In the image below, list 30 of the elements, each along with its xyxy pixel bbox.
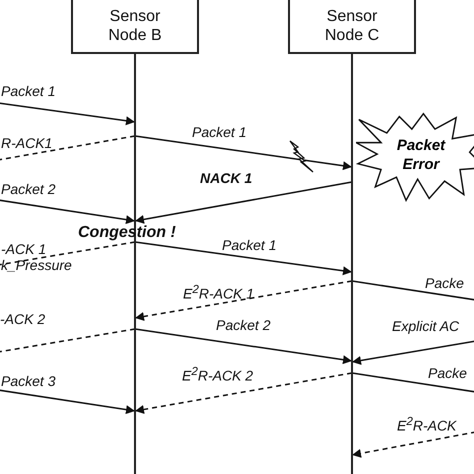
edge-label: Packet 1 bbox=[1, 83, 56, 99]
edge-label: Packet 1 bbox=[192, 124, 246, 140]
arrow bbox=[0, 389, 136, 414]
edge-label: Packet 2 bbox=[1, 181, 56, 197]
error-text: Packet Error bbox=[396, 136, 446, 174]
edge-label: Explicit AC bbox=[392, 318, 460, 334]
edge-label: E$^{2}$R-ACK bbox=[397, 414, 456, 434]
edge-label: Packet 1 bbox=[222, 237, 276, 253]
arrow bbox=[134, 135, 352, 170]
error-burst bbox=[356, 112, 474, 204]
edge-label: Packet 2 bbox=[216, 317, 270, 333]
arrow bbox=[134, 241, 352, 276]
edge-label: -ACK 2 bbox=[0, 311, 46, 327]
node-header-box: Sensor Node C bbox=[288, 0, 416, 54]
dashed-arrow bbox=[134, 280, 352, 321]
edge-label: Packet 3 bbox=[1, 373, 56, 389]
dashed-arrow bbox=[352, 431, 474, 458]
edge-label: -ACK 1 k_Pressure bbox=[1, 241, 73, 273]
edge-label: Packe bbox=[425, 275, 464, 291]
arrow bbox=[352, 340, 474, 365]
edge-label: NACK 1 bbox=[200, 170, 252, 186]
arrow bbox=[134, 328, 352, 364]
edge-label: R-ACK1 bbox=[1, 135, 52, 151]
edge-label: E$^{2}$R-ACK 2 bbox=[182, 364, 254, 384]
node-header-box: Sensor Node B bbox=[71, 0, 199, 54]
arrow bbox=[0, 102, 136, 126]
arrow bbox=[0, 199, 136, 224]
edge-label: Packe bbox=[428, 365, 467, 381]
dashed-arrow bbox=[134, 372, 352, 414]
arrow bbox=[134, 181, 352, 224]
